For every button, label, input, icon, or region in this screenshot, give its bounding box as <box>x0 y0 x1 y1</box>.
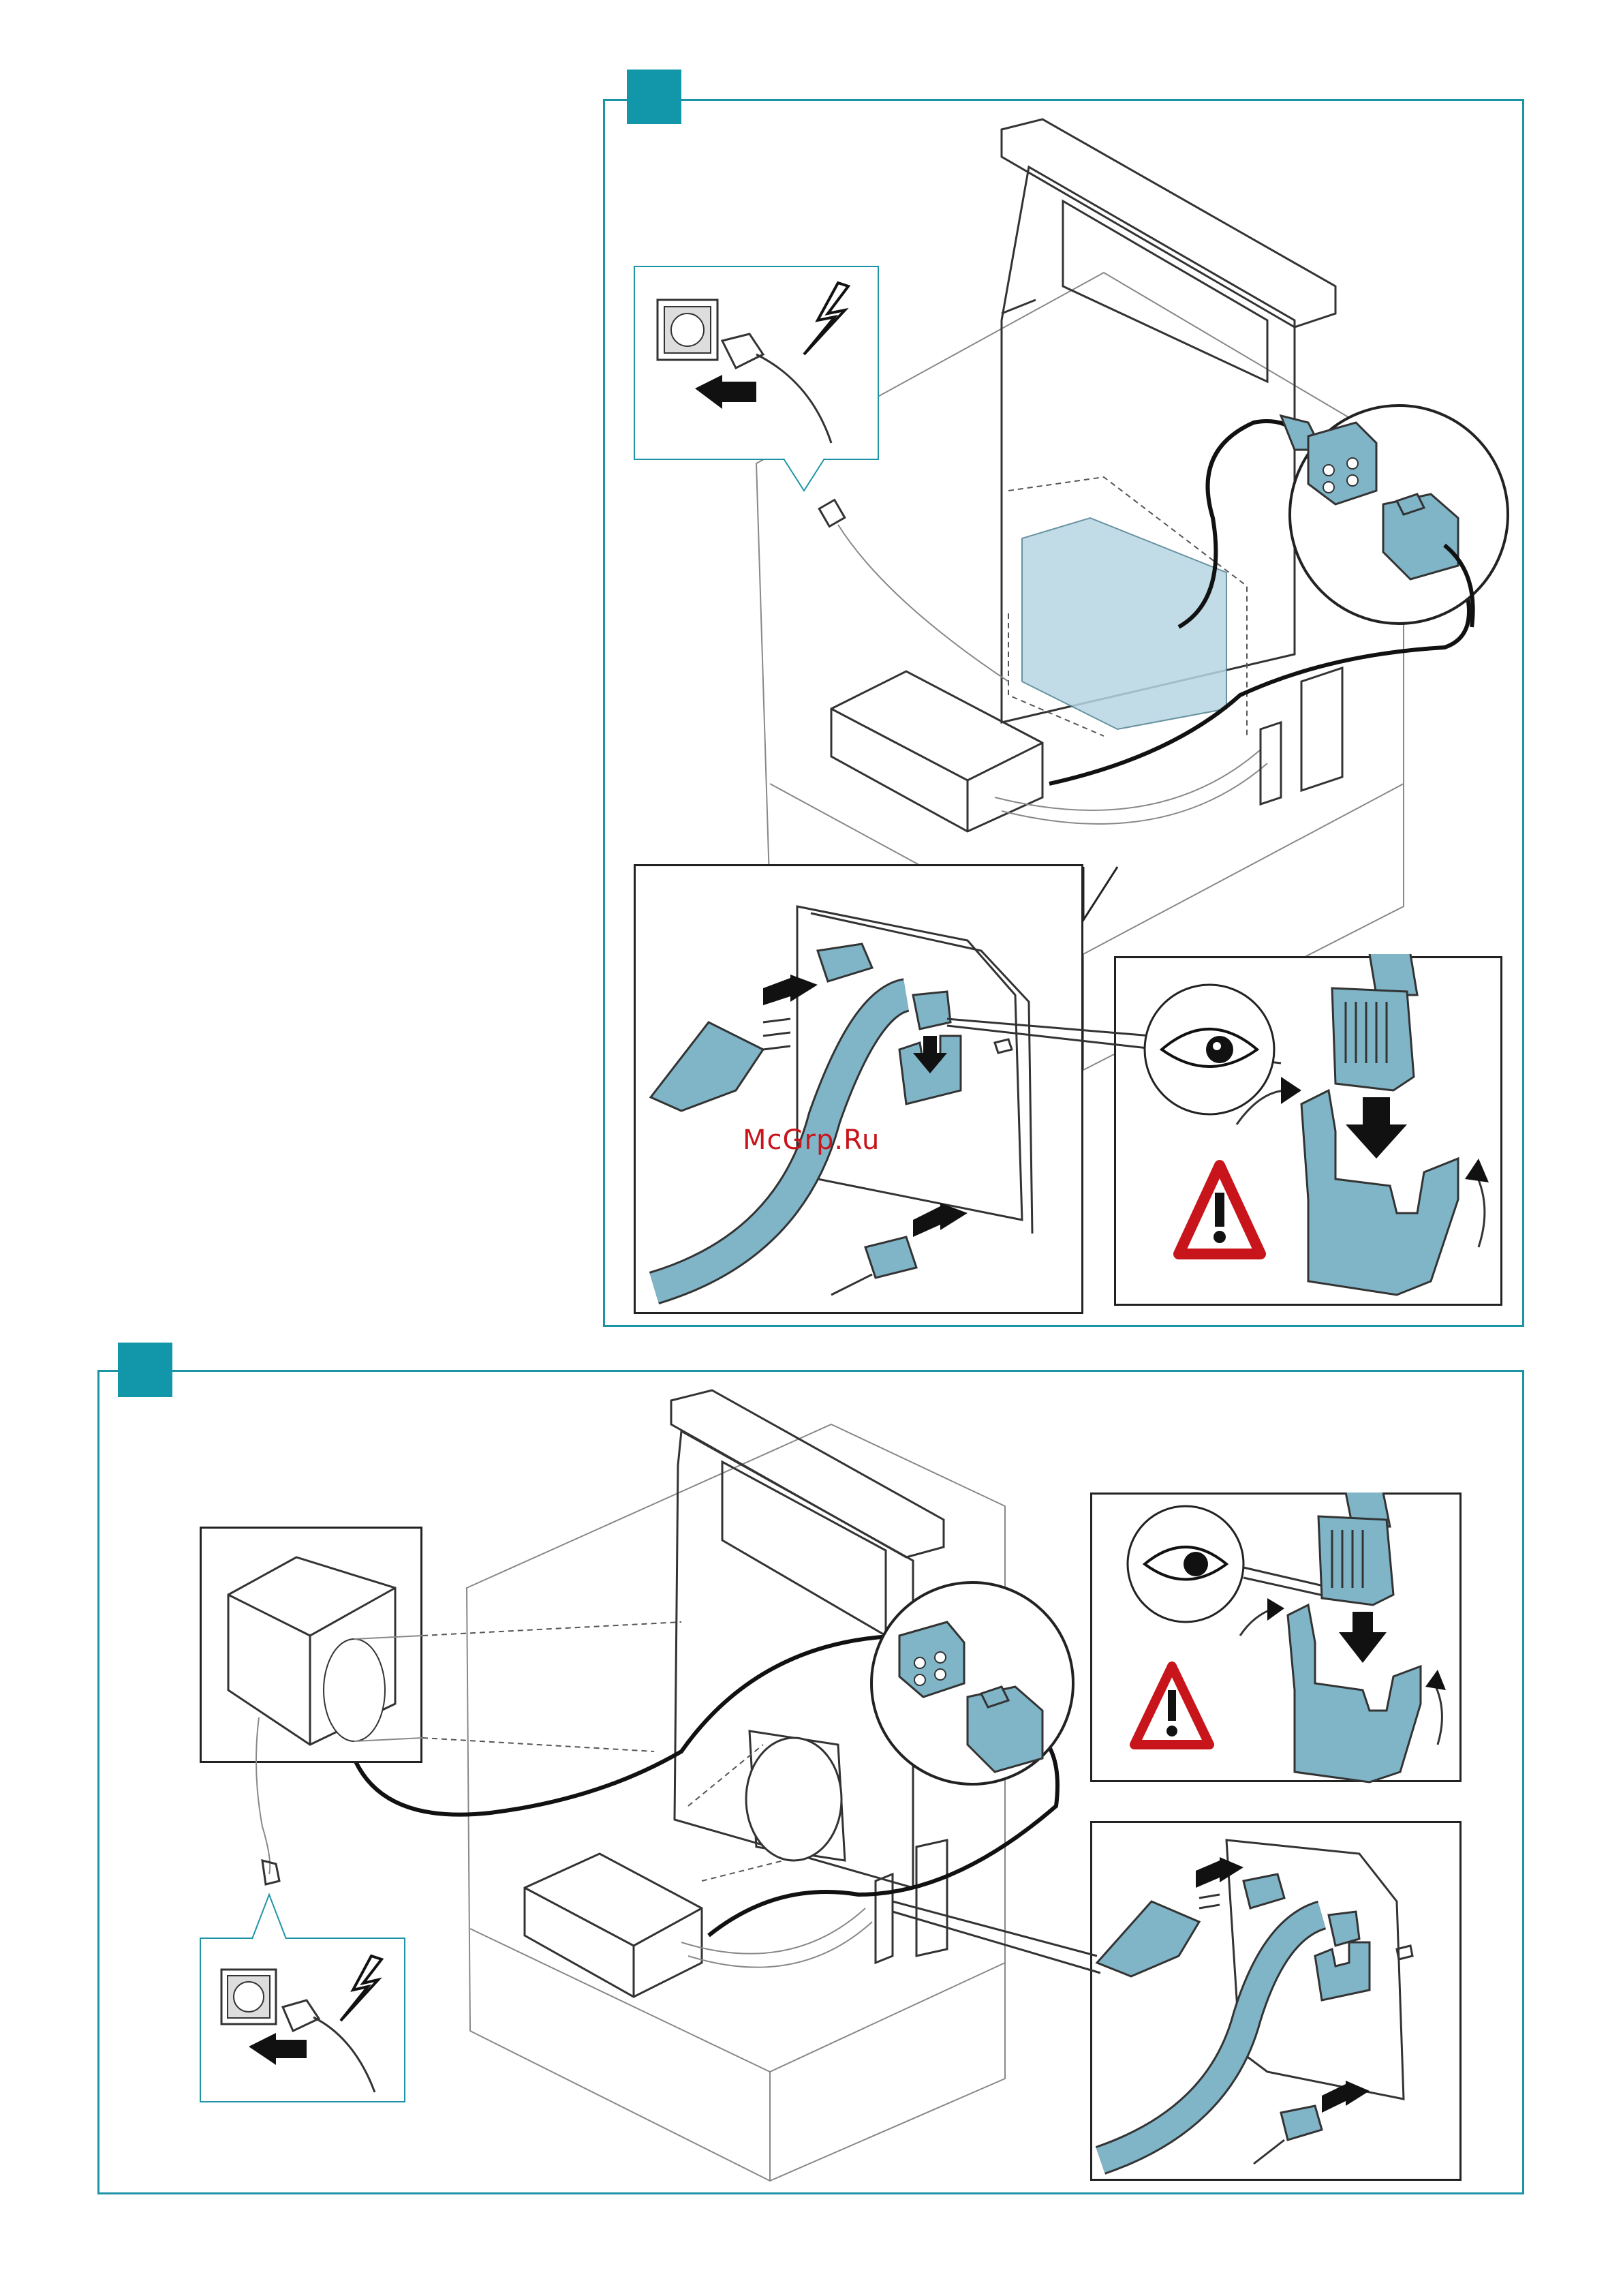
plug-in-detail-drawing-bottom <box>0 0 1623 2296</box>
